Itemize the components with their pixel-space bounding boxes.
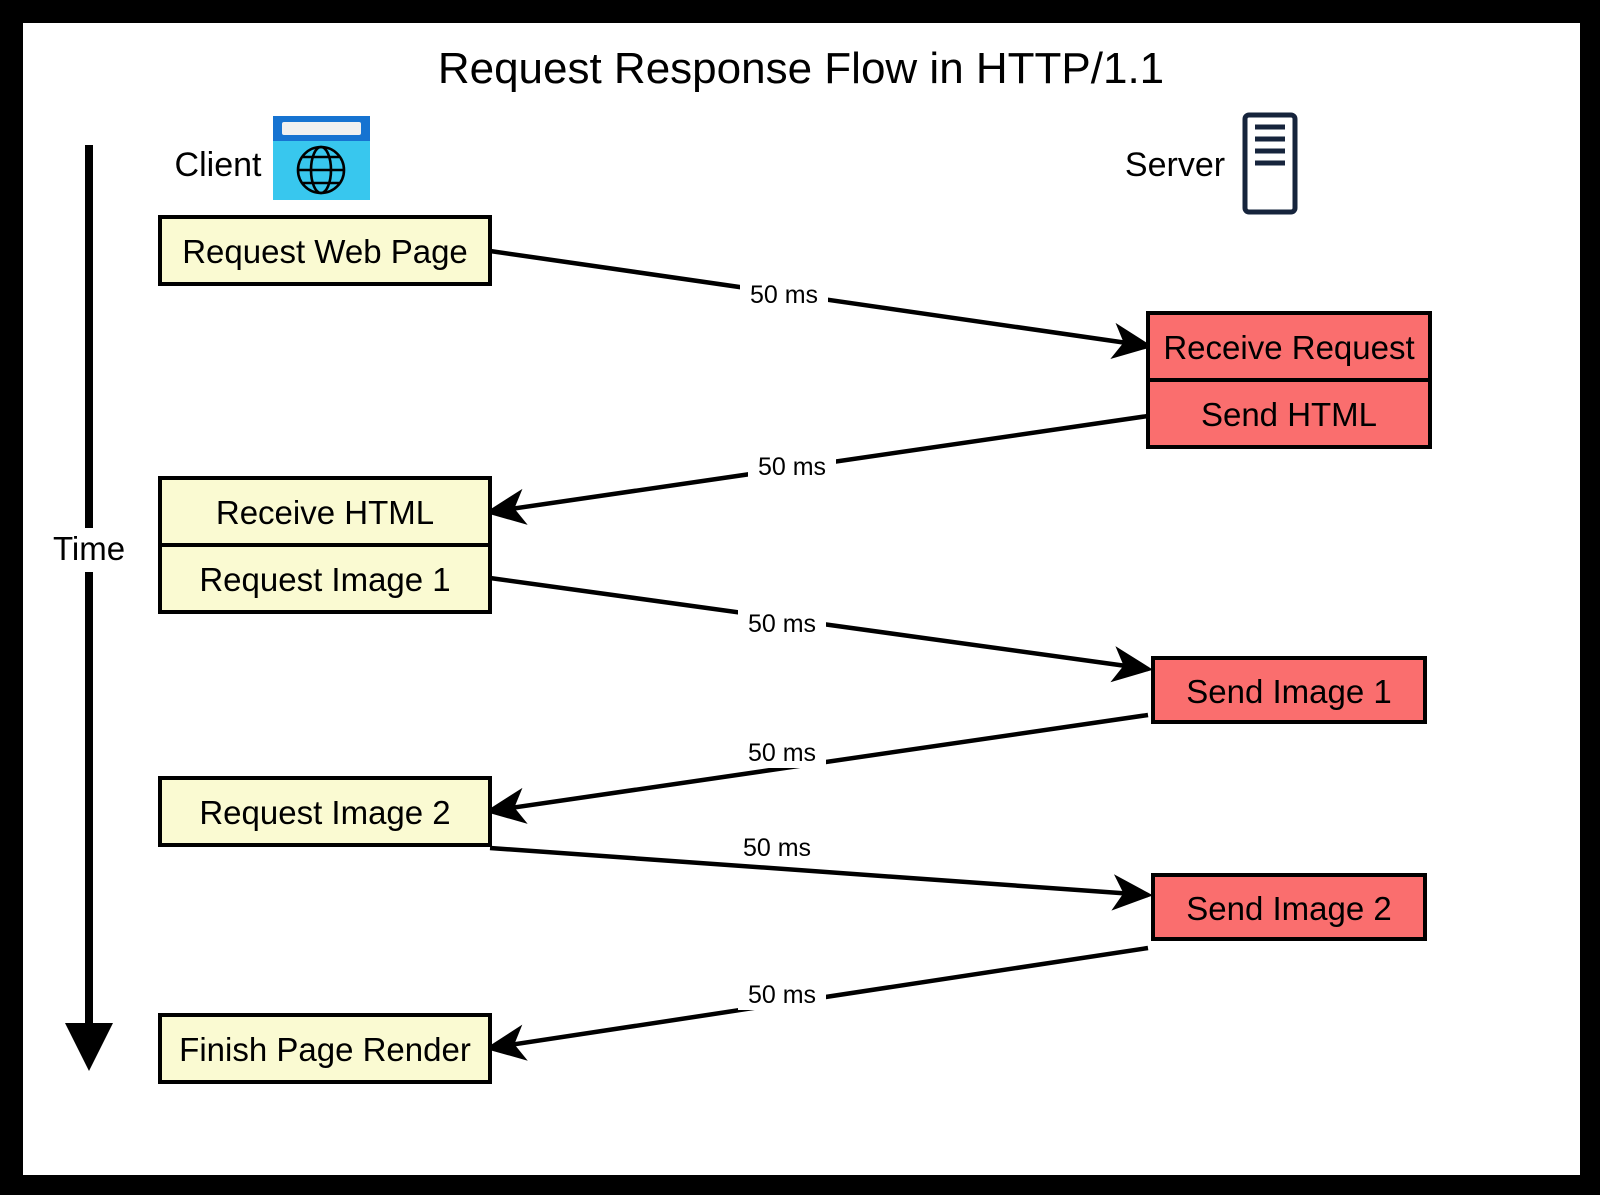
latency-text: 50 ms bbox=[748, 739, 816, 767]
latency-label-5: 50 ms bbox=[733, 831, 821, 863]
server-label: Server bbox=[1125, 146, 1225, 184]
latency-label-4: 50 ms bbox=[738, 736, 826, 768]
latency-labels: 50 ms 50 ms 50 ms 50 ms 50 ms bbox=[733, 278, 836, 1010]
latency-label-2: 50 ms bbox=[748, 450, 836, 482]
server-box-label: Send HTML bbox=[1201, 396, 1377, 433]
client-box-finish-page-render[interactable]: Finish Page Render bbox=[158, 1013, 492, 1084]
client-label: Client bbox=[175, 146, 262, 184]
client-box-label: Finish Page Render bbox=[179, 1031, 471, 1068]
server-box-send-html[interactable]: Send HTML bbox=[1146, 378, 1432, 449]
browser-window-globe-icon bbox=[273, 116, 370, 200]
server-box-send-image-1[interactable]: Send Image 1 bbox=[1151, 656, 1427, 724]
flow-edges bbox=[484, 248, 1154, 1061]
server-box-label: Send Image 1 bbox=[1186, 673, 1391, 710]
server-box-label: Receive Request bbox=[1163, 329, 1414, 366]
client-boxes: Request Web Page Receive HTML Request Im… bbox=[158, 215, 492, 1084]
server-box-send-image-2[interactable]: Send Image 2 bbox=[1151, 873, 1427, 941]
time-label-backdrop bbox=[45, 528, 133, 572]
latency-label-6: 50 ms bbox=[738, 978, 826, 1010]
client-box-receive-html[interactable]: Receive HTML bbox=[158, 476, 492, 547]
client-box-label: Receive HTML bbox=[216, 494, 434, 531]
client-lane-header: Client bbox=[175, 116, 370, 200]
client-box-label: Request Image 1 bbox=[199, 561, 450, 598]
client-box-request-web-page[interactable]: Request Web Page bbox=[158, 215, 492, 286]
client-box-request-image-2[interactable]: Request Image 2 bbox=[158, 776, 492, 847]
server-lane-header: Server bbox=[1125, 112, 1298, 215]
latency-text: 50 ms bbox=[743, 834, 811, 862]
page-title: Request Response Flow in HTTP/1.1 bbox=[438, 44, 1164, 93]
diagram-canvas: Request Response Flow in HTTP/1.1 Time T… bbox=[23, 23, 1580, 1175]
latency-label-3: 50 ms bbox=[738, 607, 826, 639]
client-box-label: Request Image 2 bbox=[199, 794, 450, 831]
server-box-receive-request[interactable]: Receive Request bbox=[1146, 311, 1432, 382]
client-box-request-image-1[interactable]: Request Image 1 bbox=[158, 543, 492, 614]
latency-label-1: 50 ms bbox=[740, 278, 828, 310]
latency-text: 50 ms bbox=[750, 281, 818, 309]
latency-text: 50 ms bbox=[758, 453, 826, 481]
server-boxes: Receive Request Send HTML Send Image 1 S… bbox=[1146, 311, 1432, 941]
edge-request-image-2 bbox=[489, 845, 1154, 911]
server-rack-icon bbox=[1242, 112, 1298, 215]
server-box-label: Send Image 2 bbox=[1186, 890, 1391, 927]
latency-text: 50 ms bbox=[748, 610, 816, 638]
client-box-label: Request Web Page bbox=[182, 233, 468, 270]
latency-text: 50 ms bbox=[748, 981, 816, 1009]
sequence-diagram: Request Response Flow in HTTP/1.1 Time T… bbox=[45, 44, 1432, 1084]
time-axis-label-text: Time bbox=[53, 530, 125, 567]
time-axis: Time bbox=[53, 145, 125, 1071]
